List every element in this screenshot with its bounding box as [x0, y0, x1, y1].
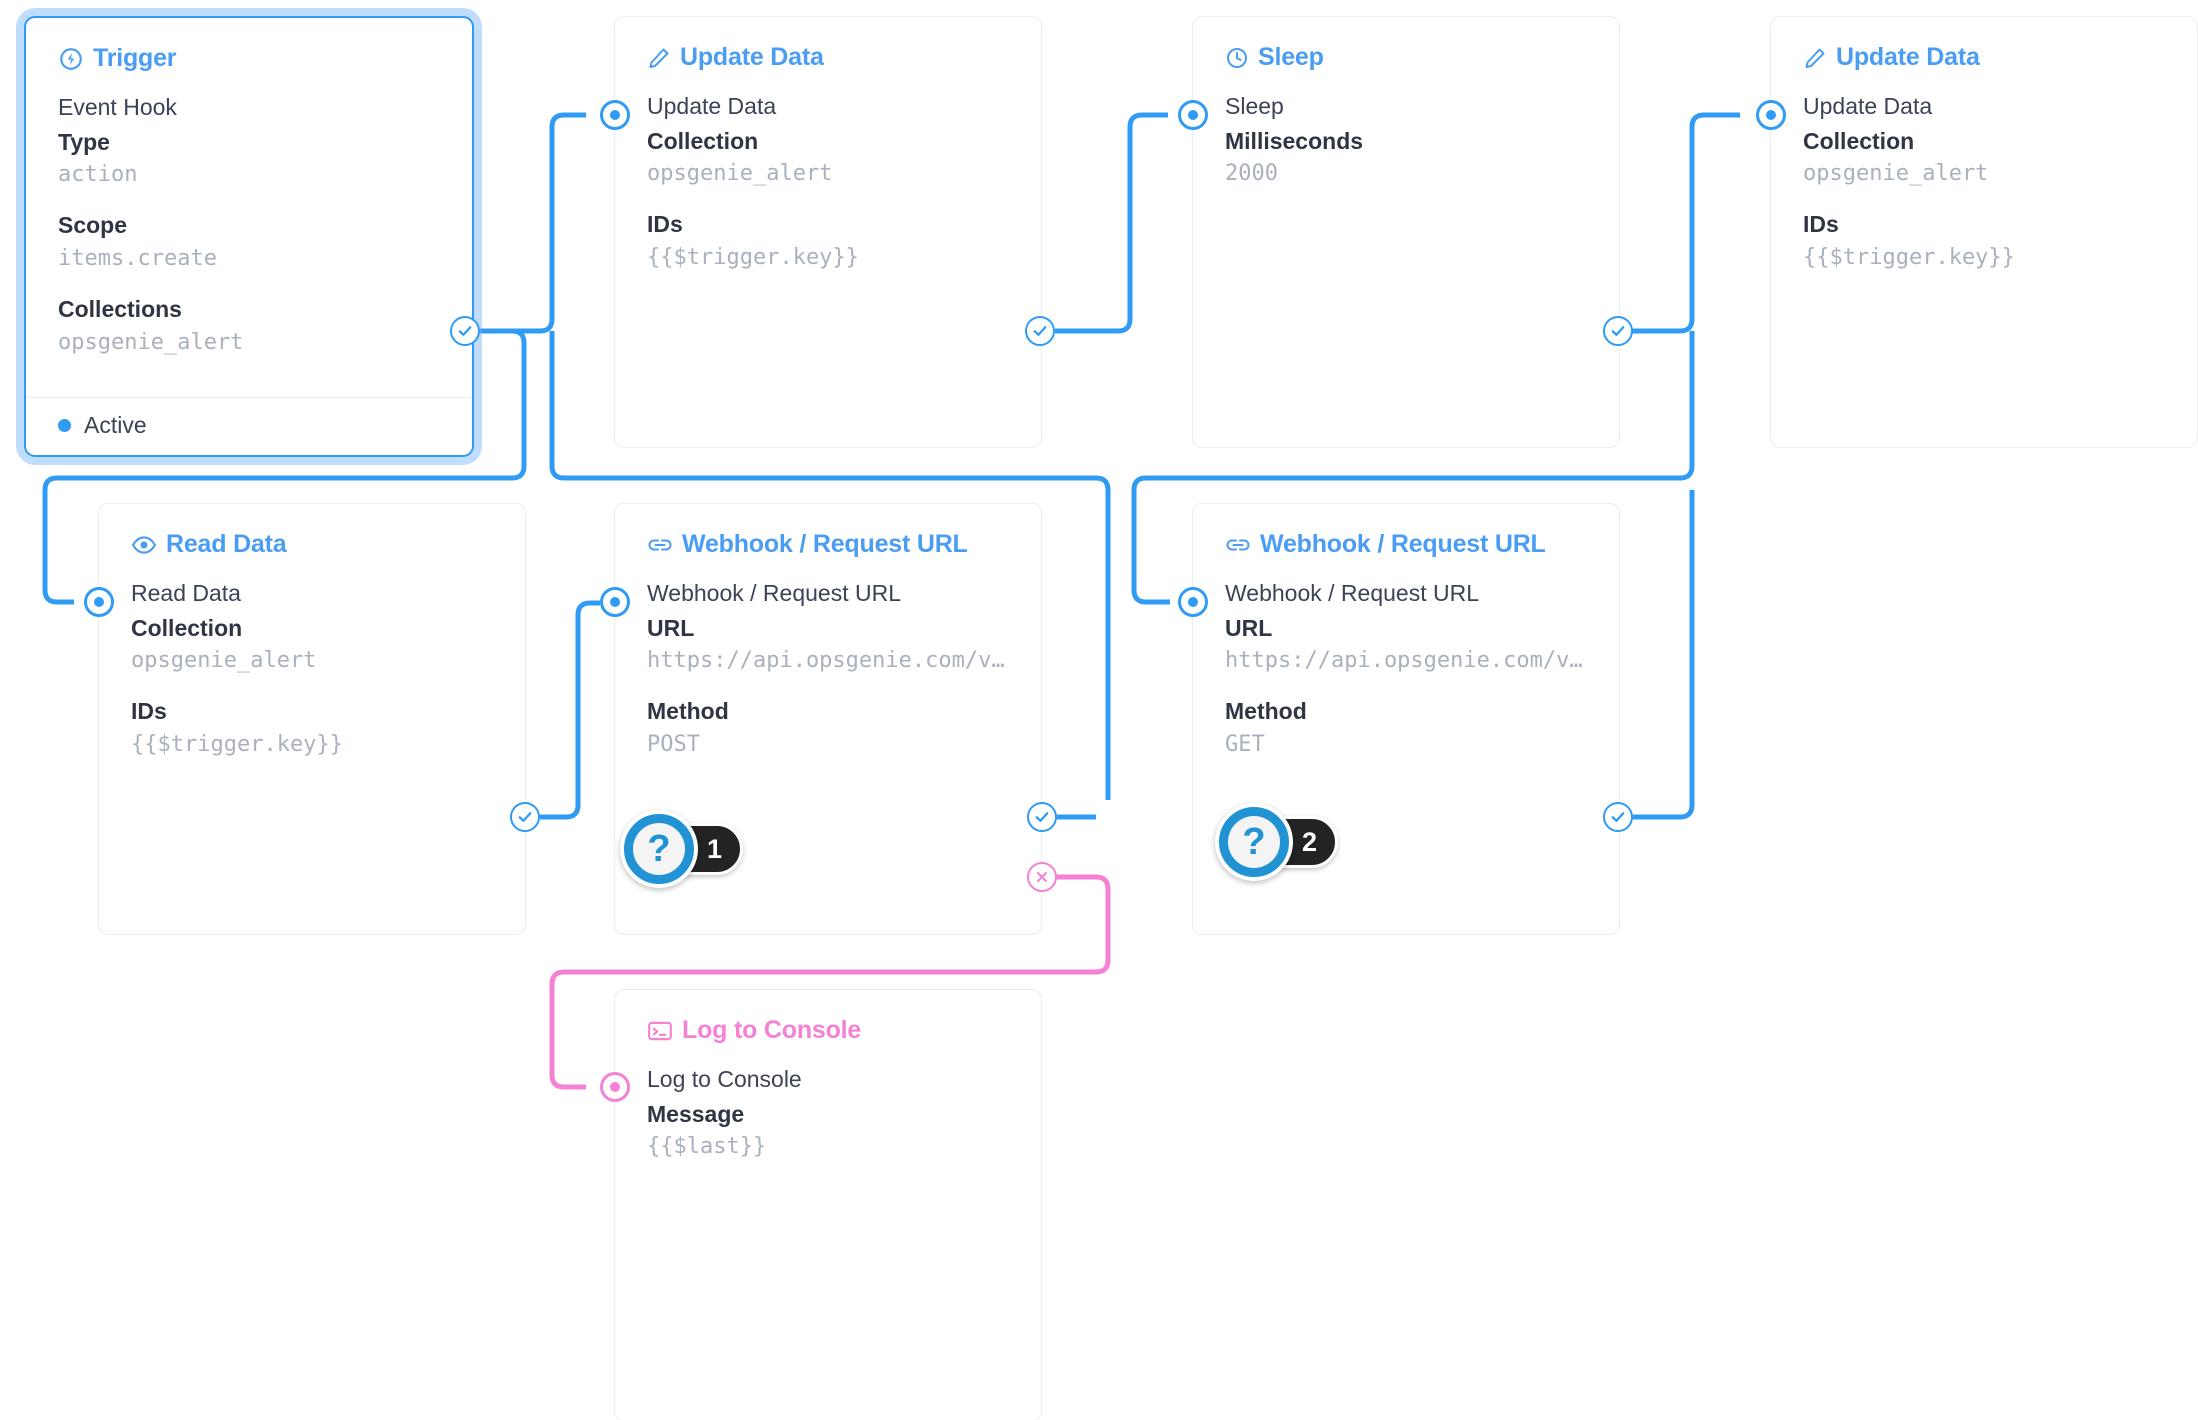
port-inlet-update-data-1[interactable] [600, 100, 630, 130]
read-data-header: Read Data [99, 504, 525, 559]
webhook-get-key-method: Method [1225, 698, 1307, 725]
sleep-key-ms: Milliseconds [1225, 127, 1364, 154]
log-console-name: Log to Console [647, 1066, 802, 1092]
node-card-trigger[interactable]: Trigger Event Hook Type action Scope ite… [24, 16, 474, 457]
sleep-header: Sleep [1193, 17, 1619, 72]
read-data-title: Read Data [166, 530, 287, 558]
webhook-post-header: Webhook / Request URL [615, 504, 1041, 559]
update-data-2-key-collection: Collection [1803, 127, 1915, 154]
update-data-1-key-collection: Collection [647, 127, 759, 154]
question-mark-glyph: ? [633, 823, 685, 875]
node-card-update-data-1[interactable]: Update Data Update Data Collection opsge… [614, 16, 1042, 448]
webhook-post-title: Webhook / Request URL [682, 530, 968, 558]
webhook-get-value-method: GET [1225, 731, 1265, 757]
webhook-get-header: Webhook / Request URL [1193, 504, 1619, 559]
read-data-key-ids: IDs [131, 698, 167, 725]
webhook-post-value-url: https://api.opsgenie.com/v… [647, 648, 1005, 674]
node-card-read-data[interactable]: Read Data Read Data Collection opsgenie_… [98, 503, 526, 935]
webhook-get-name: Webhook / Request URL [1225, 580, 1479, 606]
webhook-get-title: Webhook / Request URL [1260, 530, 1546, 558]
trigger-card-body: Event Hook Type action Scope items.creat… [26, 73, 472, 359]
port-inlet-update-data-2[interactable] [1756, 100, 1786, 130]
update-data-2-key-ids: IDs [1803, 211, 1839, 238]
log-console-title: Log to Console [682, 1016, 862, 1044]
question-badge-webhook-post[interactable]: ? 1 [620, 810, 744, 888]
port-resolve-read-data[interactable] [510, 802, 540, 832]
webhook-get-body: Webhook / Request URL URL https://api.op… [1193, 559, 1619, 761]
read-data-key-collection: Collection [131, 614, 243, 641]
link-icon [1225, 534, 1251, 556]
node-card-log-to-console[interactable]: Log to Console Log to Console Message {{… [614, 989, 1042, 1420]
log-console-header: Log to Console [615, 990, 1041, 1045]
sleep-body: Sleep Milliseconds 2000 [1193, 72, 1619, 190]
read-data-name: Read Data [131, 580, 241, 606]
read-data-value-ids: {{$trigger.key}} [131, 731, 343, 757]
webhook-post-body: Webhook / Request URL URL https://api.op… [615, 559, 1041, 761]
terminal-icon [647, 1020, 673, 1042]
clock-icon [1225, 46, 1249, 70]
webhook-post-key-method: Method [647, 698, 729, 725]
webhook-get-key-url: URL [1225, 614, 1273, 641]
trigger-field-key-collections: Collections [58, 295, 182, 322]
update-data-1-name: Update Data [647, 93, 777, 119]
update-data-2-value-collection: opsgenie_alert [1803, 161, 1989, 187]
port-resolve-trigger[interactable] [450, 316, 480, 346]
port-inlet-webhook-post[interactable] [600, 587, 630, 617]
webhook-get-value-url: https://api.opsgenie.com/v… [1225, 648, 1583, 674]
update-data-2-header: Update Data [1771, 17, 2197, 72]
trigger-card-header: Trigger [26, 18, 472, 73]
trigger-subtitle: Event Hook [58, 94, 177, 120]
sleep-value-ms: 2000 [1225, 161, 1278, 187]
webhook-post-key-url: URL [647, 614, 695, 641]
node-card-update-data-2[interactable]: Update Data Update Data Collection opsge… [1770, 16, 2198, 448]
update-data-2-value-ids: {{$trigger.key}} [1803, 244, 2015, 270]
question-mark-icon: ? [1215, 803, 1293, 881]
webhook-post-name: Webhook / Request URL [647, 580, 901, 606]
trigger-card-title: Trigger [93, 44, 177, 72]
update-data-1-title: Update Data [680, 43, 824, 71]
question-badge-webhook-get[interactable]: ? 2 [1215, 803, 1339, 881]
link-icon [647, 534, 673, 556]
update-data-1-value-collection: opsgenie_alert [647, 161, 833, 187]
update-data-1-key-ids: IDs [647, 211, 683, 238]
update-data-1-value-ids: {{$trigger.key}} [647, 244, 859, 270]
port-resolve-webhook-get[interactable] [1603, 802, 1633, 832]
log-console-body: Log to Console Message {{$last}} [615, 1045, 1041, 1163]
update-data-2-name: Update Data [1803, 93, 1933, 119]
node-card-sleep[interactable]: Sleep Sleep Milliseconds 2000 [1192, 16, 1620, 448]
port-resolve-update-data-1[interactable] [1025, 316, 1055, 346]
port-inlet-webhook-get[interactable] [1178, 587, 1208, 617]
log-console-key-message: Message [647, 1100, 745, 1127]
trigger-field-key-scope: Scope [58, 212, 128, 239]
read-data-value-collection: opsgenie_alert [131, 648, 317, 674]
port-inlet-log-to-console[interactable] [600, 1072, 630, 1102]
trigger-status-bar: Active [26, 397, 472, 455]
sleep-name: Sleep [1225, 93, 1284, 119]
trigger-field-value-scope: items.create [58, 245, 217, 271]
read-data-body: Read Data Collection opsgenie_alert IDs … [99, 559, 525, 761]
update-data-2-title: Update Data [1836, 43, 1980, 71]
log-console-value-message: {{$last}} [647, 1134, 767, 1160]
sleep-title: Sleep [1258, 43, 1324, 71]
pencil-icon [1803, 46, 1827, 70]
update-data-2-body: Update Data Collection opsgenie_alert ID… [1771, 72, 2197, 274]
port-resolve-sleep[interactable] [1603, 316, 1633, 346]
port-reject-webhook-post[interactable] [1027, 862, 1057, 892]
webhook-post-value-method: POST [647, 731, 700, 757]
question-mark-glyph: ? [1228, 816, 1280, 868]
update-data-1-body: Update Data Collection opsgenie_alert ID… [615, 72, 1041, 274]
update-data-1-header: Update Data [615, 17, 1041, 72]
trigger-field-key-type: Type [58, 128, 110, 155]
port-inlet-sleep[interactable] [1178, 100, 1208, 130]
status-badge: Active [84, 412, 147, 438]
port-resolve-webhook-post[interactable] [1027, 802, 1057, 832]
trigger-field-value-collections: opsgenie_alert [58, 329, 244, 355]
pencil-icon [647, 46, 671, 70]
trigger-field-value-type: action [58, 162, 138, 188]
status-dot-icon [58, 419, 71, 432]
question-mark-icon: ? [620, 810, 698, 888]
port-inlet-read-data[interactable] [84, 587, 114, 617]
lightning-circle-icon [58, 46, 84, 72]
eye-icon [131, 532, 157, 558]
